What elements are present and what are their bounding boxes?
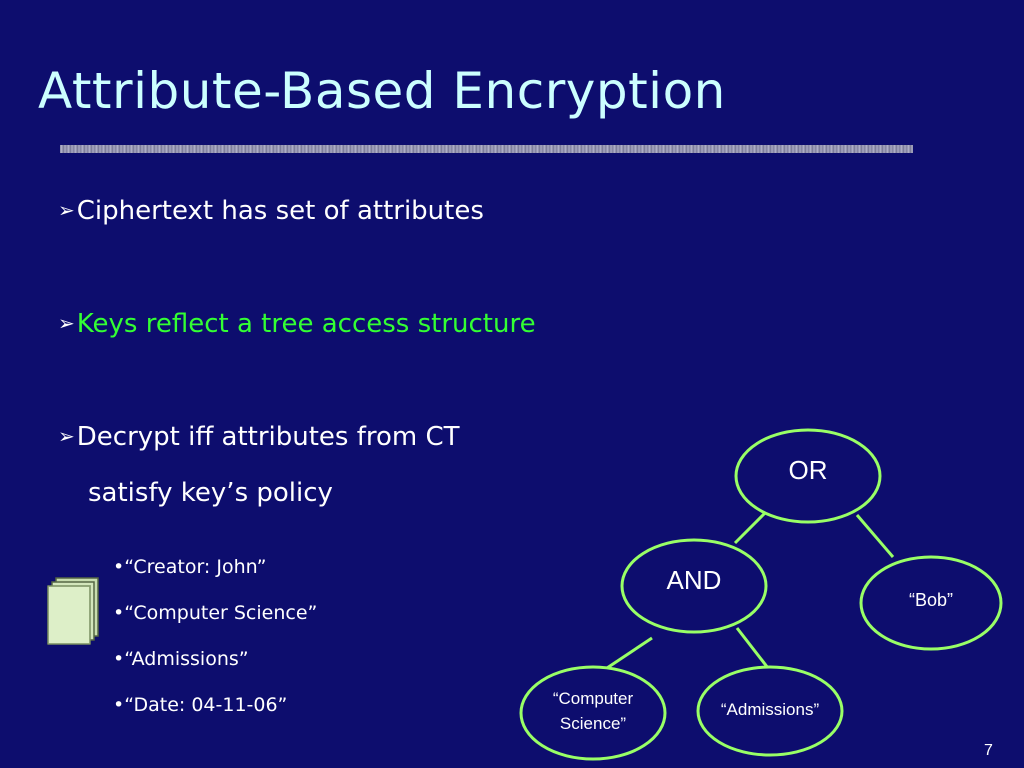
bullet-decrypt: ➢Decrypt iff attributes from CT bbox=[58, 422, 460, 452]
bullet-ciphertext: ➢Ciphertext has set of attributes bbox=[58, 196, 484, 226]
tree-node-cs-label-line1: “Computer bbox=[552, 689, 634, 708]
bullet-text: Decrypt iff attributes from CT bbox=[76, 422, 460, 452]
document-stack-icon bbox=[47, 577, 99, 645]
bullet-decrypt-continuation: satisfy key’s policy bbox=[88, 478, 333, 508]
tree-node-cs-label-line2: Science” bbox=[559, 714, 627, 733]
arrow-bullet-icon: ➢ bbox=[58, 311, 75, 335]
tree-node-or bbox=[734, 428, 882, 524]
edge-and-cs bbox=[606, 636, 653, 670]
tree-node-and-label: AND bbox=[666, 565, 722, 595]
edge-or-bob bbox=[855, 514, 895, 558]
bullet-text: Ciphertext has set of attributes bbox=[76, 196, 484, 226]
attribute-computer-science: •“Computer Science” bbox=[113, 602, 318, 624]
tree-node-admissions bbox=[696, 665, 844, 757]
attribute-date: •“Date: 04-11-06” bbox=[113, 694, 288, 716]
tree-node-or-label: OR bbox=[788, 455, 828, 485]
title-divider bbox=[60, 145, 913, 153]
edge-and-admissions bbox=[735, 627, 770, 669]
tree-node-bob-label: “Bob” bbox=[908, 590, 953, 610]
arrow-bullet-icon: ➢ bbox=[58, 424, 75, 448]
tree-node-admissions-label: “Admissions” bbox=[720, 700, 820, 719]
attribute-admissions: •“Admissions” bbox=[113, 648, 249, 670]
bullet-keys: ➢Keys reflect a tree access structure bbox=[58, 309, 536, 339]
edge-or-and bbox=[733, 509, 769, 545]
tree-node-computer-science bbox=[519, 665, 667, 761]
page-number: 7 bbox=[984, 742, 993, 759]
attribute-creator: •“Creator: John” bbox=[113, 556, 267, 578]
tree-node-and bbox=[620, 538, 768, 634]
tree-node-bob bbox=[859, 555, 1003, 651]
slide-title: Attribute-Based Encryption bbox=[38, 62, 726, 120]
bullet-text: Keys reflect a tree access structure bbox=[76, 309, 536, 339]
arrow-bullet-icon: ➢ bbox=[58, 198, 75, 222]
